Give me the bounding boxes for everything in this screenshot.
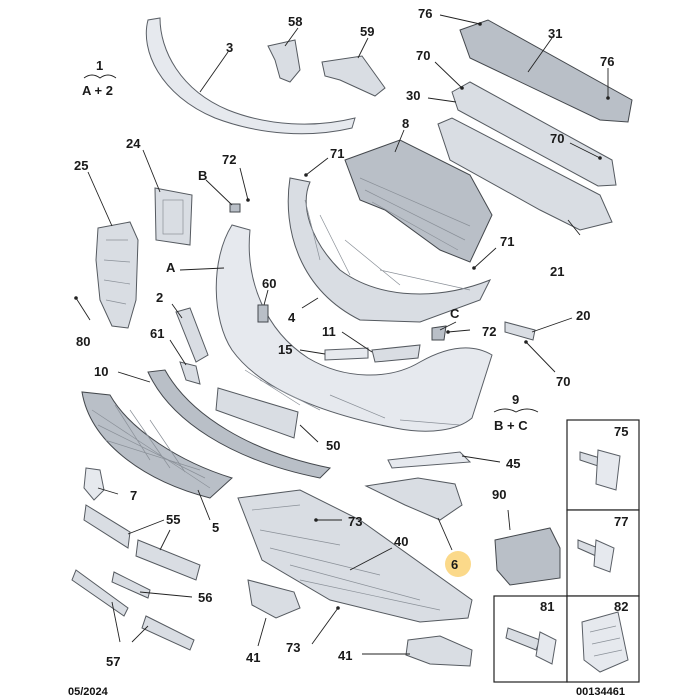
part-C-clip: [431, 325, 447, 341]
callout-3: 3: [226, 40, 233, 55]
part-57-strip-b: [141, 615, 195, 651]
part-5-grille: [81, 391, 233, 499]
callout-56: 56: [198, 590, 212, 605]
callout-2: 2: [156, 290, 163, 305]
part-90-fastener-kit: [494, 527, 561, 586]
part-7-emblem: [83, 467, 105, 501]
callout-10: 10: [94, 364, 108, 379]
callout-24: 24: [126, 136, 141, 151]
callout-41-left: 41: [246, 650, 260, 665]
callout-9-sub: B + C: [494, 418, 528, 433]
part-3-upper-trim: [145, 17, 356, 135]
callout-15: 15: [278, 342, 292, 357]
part-10-lower-insert: [147, 369, 332, 479]
callout-20: 20: [576, 308, 590, 323]
pin-81-icon: [505, 627, 557, 665]
part-41-shield-right: [405, 635, 473, 667]
callout-59: 59: [360, 24, 374, 39]
part-20-trim: [504, 321, 536, 341]
leader-lines: [74, 14, 610, 655]
callout-70-upper: 70: [416, 48, 430, 63]
callout-21: 21: [550, 264, 564, 279]
callout-73-lower: 73: [286, 640, 300, 655]
callout-76-right: 76: [600, 54, 614, 69]
callout-60: 60: [262, 276, 276, 291]
part-B-clip: [229, 203, 241, 213]
callout-50: 50: [326, 438, 340, 453]
part-31-crossmember: [459, 19, 633, 123]
callout-71-top: 71: [330, 146, 344, 161]
part-4-frame: [287, 177, 492, 323]
callout-77: 77: [614, 514, 628, 529]
callout-58: 58: [288, 14, 302, 29]
part-45-side-strip: [387, 451, 472, 469]
callout-9: 9: [512, 392, 519, 407]
callout-6: 6: [451, 557, 458, 572]
callout-81: 81: [540, 599, 554, 614]
callout-41-right: 41: [338, 648, 352, 663]
callout-72-top: 72: [222, 152, 236, 167]
callout-70-right: 70: [556, 374, 570, 389]
callout-1: 1: [96, 58, 103, 73]
callout-31: 31: [548, 26, 562, 41]
callout-5: 5: [212, 520, 219, 535]
part-21-absorber: [437, 117, 613, 231]
callout-57: 57: [106, 654, 120, 669]
callout-75: 75: [614, 424, 628, 439]
part-57-strip-a: [71, 569, 129, 617]
callout-11: 11: [322, 324, 336, 339]
part-24-bracket: [154, 187, 193, 246]
part-61-clip: [179, 361, 201, 385]
callout-72-right: 72: [482, 324, 496, 339]
callout-76-top: 76: [418, 6, 432, 21]
screw-75-icon: [579, 449, 621, 491]
callout-6-highlight: [445, 551, 471, 577]
part-15-insert: [324, 347, 369, 361]
callout-90: 90: [492, 487, 506, 502]
clip-82-icon: [581, 611, 629, 673]
part-58-bracket: [267, 39, 301, 83]
callout-45: 45: [506, 456, 520, 471]
part-60-clip: [257, 304, 269, 323]
callout-73-mid: 73: [348, 514, 362, 529]
part-11-insert: [371, 344, 421, 363]
part-50-lower-strip: [215, 387, 299, 439]
part-55-insert-b: [135, 539, 201, 581]
part-A-bumper-shell: [215, 224, 493, 432]
callout-A: A: [166, 260, 176, 275]
footer-date: 05/2024: [68, 686, 109, 698]
part-55-insert-a: [83, 504, 131, 549]
callout-55: 55: [166, 512, 180, 527]
callout-B: B: [198, 168, 207, 183]
callout-7: 7: [130, 488, 137, 503]
bolt-77-icon: [577, 539, 615, 573]
callout-40: 40: [394, 534, 408, 549]
callout-70-mid: 70: [550, 131, 564, 146]
callout-82: 82: [614, 599, 628, 614]
part-6-air-guide: [364, 477, 463, 521]
callout-8: 8: [402, 116, 409, 131]
part-25-side-bracket: [95, 221, 139, 329]
part-59-bracket: [321, 55, 386, 97]
callout-61: 61: [150, 326, 164, 341]
callout-labels: 1 A + 2 3 58 59 76 31 76 70 30 8 70 24 2…: [74, 6, 628, 669]
part-56-strip: [111, 571, 151, 599]
callout-1-sub: A + 2: [82, 83, 113, 98]
part-40-undertray: [237, 489, 473, 623]
callout-80: 80: [76, 334, 90, 349]
callout-25: 25: [74, 158, 88, 173]
part-30-crossmember: [451, 81, 617, 187]
part-41-shield-left: [247, 579, 301, 619]
part-2-bracket: [175, 307, 209, 363]
part-8-front-panel: [344, 139, 493, 263]
callout-C: C: [450, 306, 460, 321]
footer-reference: 00134461: [576, 686, 625, 698]
callout-71-right: 71: [500, 234, 514, 249]
callout-4: 4: [288, 310, 296, 325]
callout-30: 30: [406, 88, 420, 103]
